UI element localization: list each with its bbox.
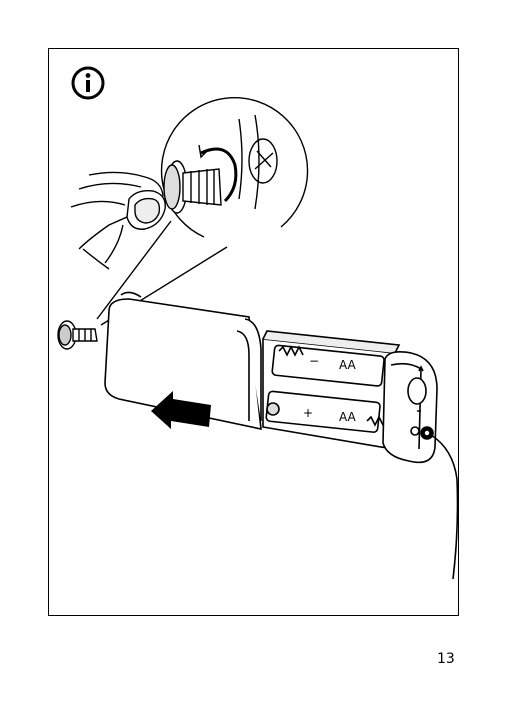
top-battery-label: AA: [339, 358, 357, 372]
loose-screw: [57, 320, 98, 350]
battery-cover-tube: [104, 291, 262, 431]
bottom-battery-label: AA: [339, 410, 357, 424]
bottom-battery-plus: +: [303, 406, 313, 420]
power-cable: [430, 434, 458, 580]
detail-magnifier: [70, 97, 309, 326]
instruction-frame: − AA + AA: [48, 48, 459, 616]
battery-labels: − AA + AA: [303, 354, 357, 424]
top-battery-minus: −: [309, 354, 319, 368]
info-circle-icon: [71, 66, 105, 100]
battery-install-illustration: − AA + AA: [57, 97, 458, 580]
push-arrow-icon: [151, 391, 211, 429]
end-cap: [382, 351, 438, 464]
battery-holder: [262, 330, 401, 450]
page-number: 13: [437, 651, 455, 667]
